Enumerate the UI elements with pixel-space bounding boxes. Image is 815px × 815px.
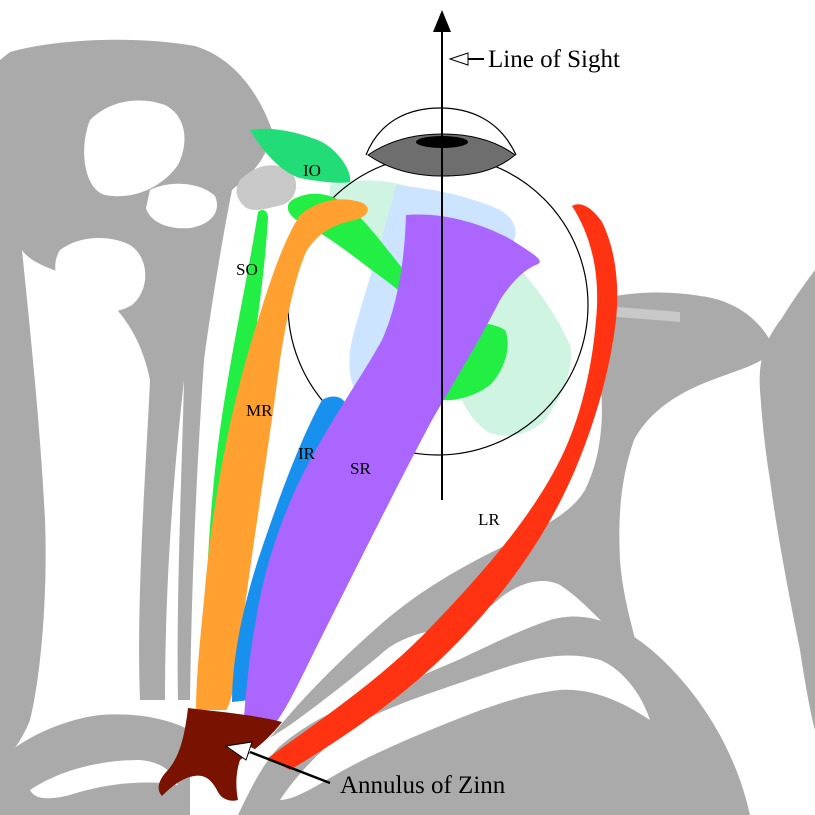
sinus-cavity: [55, 238, 145, 312]
pointer-arrowhead: [450, 53, 468, 65]
label-annulus-of-zinn: Annulus of Zinn: [340, 772, 506, 799]
label-lateral-rectus: LR: [478, 510, 500, 529]
label-inferior-rectus: IR: [298, 444, 316, 463]
line-of-sight-pointer: [450, 53, 484, 65]
label-inferior-oblique: IO: [303, 161, 321, 180]
label-superior-oblique: SO: [236, 260, 258, 279]
label-superior-rectus: SR: [350, 459, 371, 478]
label-medial-rectus: MR: [246, 401, 273, 420]
line-of-sight-arrowhead: [433, 10, 451, 32]
label-line-of-sight: Line of Sight: [488, 46, 620, 73]
